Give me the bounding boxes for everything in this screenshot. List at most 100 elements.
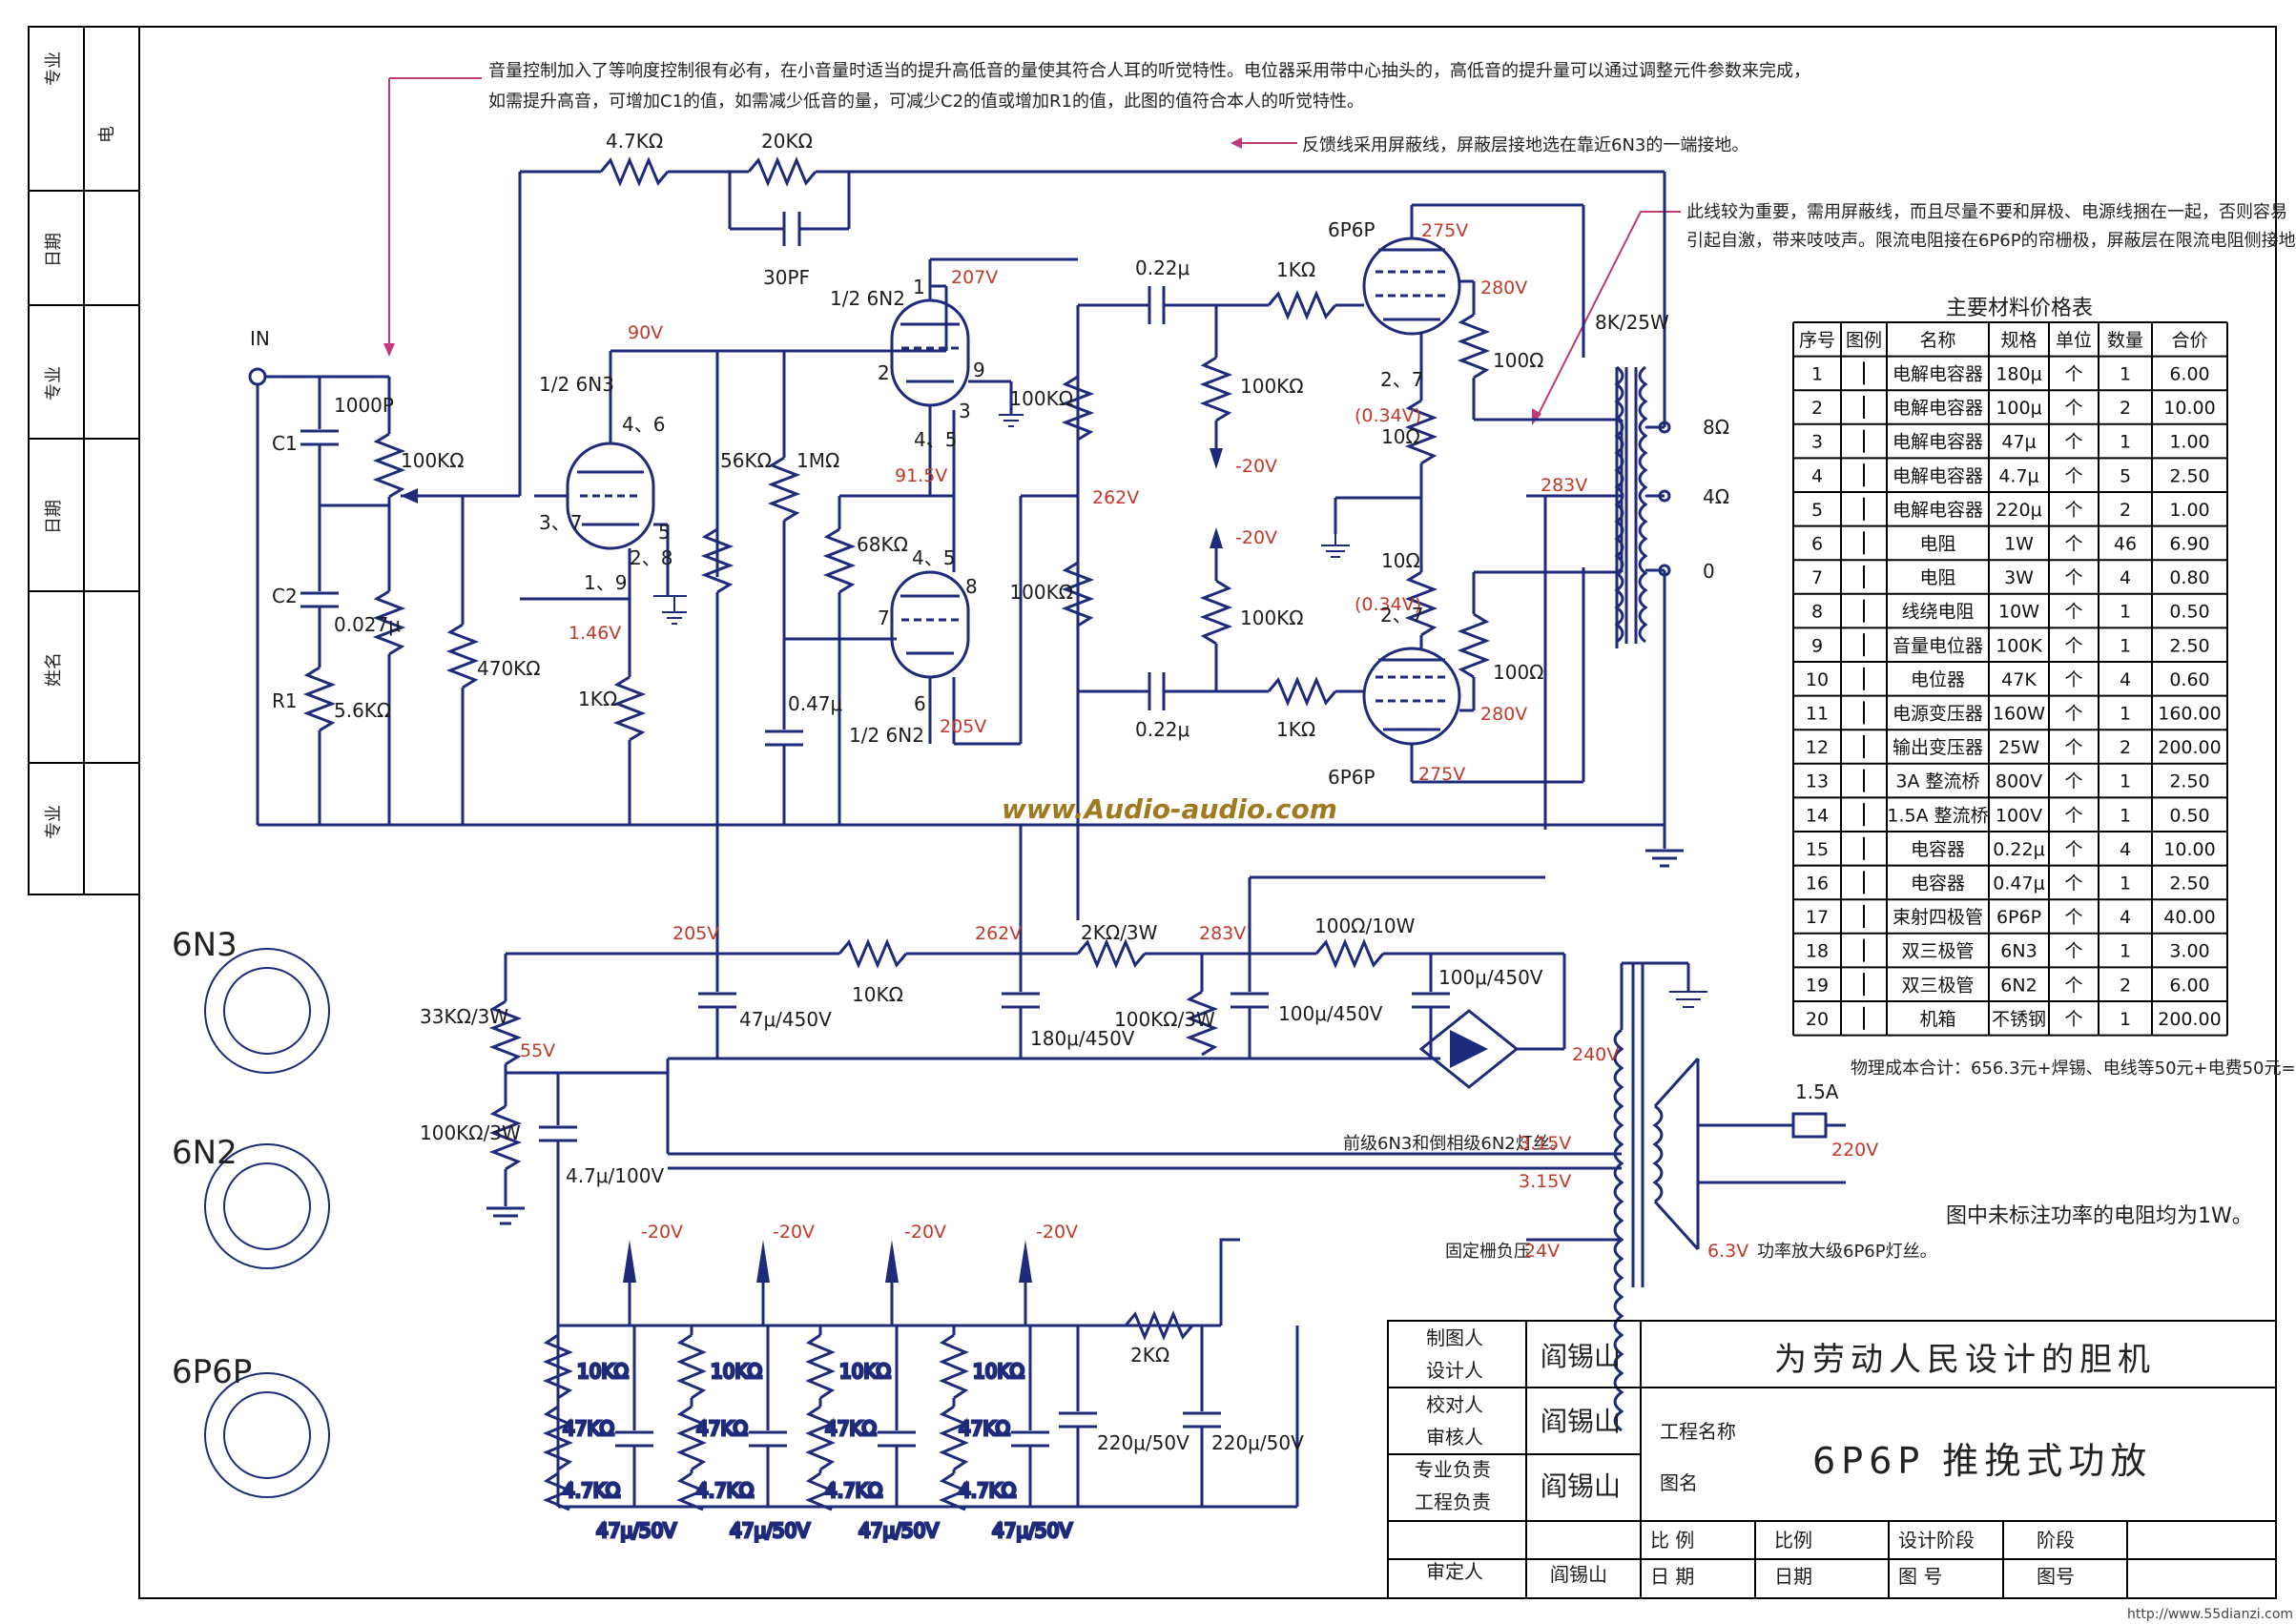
note-feedback: 反馈线采用屏蔽线，屏蔽层接地选在靠近6N3的一端接地。 xyxy=(1302,135,1748,155)
bom-cell: 线绕电阻 xyxy=(1901,602,1974,623)
bom-cell: 47μ xyxy=(2001,432,2036,453)
bom-header-2: 名称 xyxy=(1919,330,1955,351)
bom-cell: 6N3 xyxy=(2000,941,2037,962)
bom-header-6: 合价 xyxy=(2171,330,2207,351)
bom-cell: 个 xyxy=(2064,975,2082,996)
bom-cell: 个 xyxy=(2064,941,2082,962)
bom-cell: 个 xyxy=(2064,839,2082,860)
side-strip xyxy=(28,26,140,895)
bom-cell: 1 xyxy=(2120,602,2131,623)
label-047: 0.47μ xyxy=(788,692,843,715)
bom-cell: 个 xyxy=(2064,432,2082,453)
label-bias-47u: 47μ/50V xyxy=(596,1519,676,1542)
pin-45-upper: 4、5 xyxy=(914,428,957,451)
bom-cell: 4 xyxy=(2120,567,2131,588)
label-1k-cathode: 1KΩ xyxy=(578,688,617,710)
label-c100-a: 100μ/450V xyxy=(1278,1002,1383,1025)
bom-cell: 2 xyxy=(2120,737,2131,758)
bom-cell: 电容器 xyxy=(1911,874,1965,894)
label-fixed-bias: 固定栅负压 xyxy=(1445,1242,1531,1262)
label-bias-47k: 47KΩ xyxy=(696,1417,748,1440)
driver-outputs xyxy=(1061,286,1364,710)
tb-reviewer: 审核人 xyxy=(1426,1426,1483,1449)
power-transformer xyxy=(1526,961,1846,1432)
bom-cell: 2.50 xyxy=(2169,635,2209,656)
bom-cell: 1W xyxy=(2004,534,2034,555)
label-8ohm: 8Ω xyxy=(1703,416,1729,439)
bom-cell: 束射四极管 xyxy=(1893,907,1983,928)
bom-cell: 2 xyxy=(2120,975,2131,996)
bom-cell: 电容器 xyxy=(1911,839,1965,860)
label-6n3-pin46: 4、6 xyxy=(622,413,665,436)
label-base-6n2: 6N2 xyxy=(172,1134,238,1172)
note-volume-2: 如需提升高音，可增加C1的值，如需减少低音的量，可减少C2的值或增加R1的值，此… xyxy=(488,92,1364,112)
tb-name-2: 阎锡山 xyxy=(1541,1406,1621,1437)
bom-cell: 个 xyxy=(2064,907,2082,928)
bias-resistor-10k xyxy=(543,1333,573,1400)
label-base-6p6p: 6P6P xyxy=(172,1353,252,1391)
label-c100-b: 100μ/450V xyxy=(1438,966,1543,989)
bom-cell: 20 xyxy=(1806,1009,1829,1030)
tb-drawn: 制图人 xyxy=(1426,1326,1483,1349)
label-262v: 262V xyxy=(1092,487,1139,508)
bom-cell: 电阻 xyxy=(1919,567,1955,588)
bom-cell: 电解电容器 xyxy=(1893,500,1983,521)
label-bias-10k: 10KΩ xyxy=(973,1360,1024,1383)
label-100k-d: 100KΩ xyxy=(1240,606,1304,629)
label-bias-m20-d: -20V xyxy=(1036,1222,1078,1243)
bom-cell: 6.90 xyxy=(2169,534,2209,555)
arrow-up-icon xyxy=(756,1240,770,1283)
label-146v: 1.46V xyxy=(569,623,621,644)
label-220v: 220V xyxy=(1831,1140,1878,1161)
bom-cell: 10W xyxy=(1998,602,2039,623)
bom-cell: 0.60 xyxy=(2169,669,2209,690)
tb-eng: 工程负责 xyxy=(1415,1490,1491,1513)
bom-cell: 1 xyxy=(2120,1009,2131,1030)
label-bias-47k: 47KΩ xyxy=(825,1417,877,1440)
label-filament-front: 前级6N3和倒相级6N2灯丝。 xyxy=(1343,1134,1567,1154)
label-bias-47u: 47μ/50V xyxy=(730,1519,810,1542)
bom-cell: 800V xyxy=(1996,771,2042,792)
bias-resistor-4k7 xyxy=(543,1471,573,1511)
label-100r-a: 100Ω xyxy=(1493,349,1543,372)
label-280v-b: 280V xyxy=(1480,704,1527,725)
label-4ohm: 4Ω xyxy=(1703,485,1729,508)
tb-num: 图 号 xyxy=(1898,1565,1942,1588)
bom-cell: 13 xyxy=(1806,771,1829,792)
label-bias-10k: 10KΩ xyxy=(577,1360,629,1383)
note-volume-1: 音量控制加入了等响度控制很有必有，在小音量时适当的提升高低音的量使其符合人耳的听… xyxy=(488,61,1810,81)
bom-cell: 100μ xyxy=(1996,398,2041,419)
input-section xyxy=(248,156,1665,825)
label-bias-m20-a: -20V xyxy=(641,1222,683,1243)
bom-cell: 100K xyxy=(1996,635,2042,656)
side-text-2: 电 xyxy=(97,126,117,143)
tb-scale: 比 例 xyxy=(1650,1529,1694,1552)
pin-9: 9 xyxy=(973,359,985,381)
label-20k: 20KΩ xyxy=(761,130,813,153)
label-6n3-pin37: 3、7 xyxy=(539,511,582,534)
bom-cell: 1 xyxy=(2120,432,2131,453)
label-100k3w-b: 100KΩ/3W xyxy=(420,1121,521,1144)
label-470k: 470KΩ xyxy=(477,657,541,680)
label-bias-220-a: 220μ/50V xyxy=(1097,1431,1189,1454)
bom-cell: 6N2 xyxy=(2000,975,2037,996)
bom-cell: 1.5A 整流桥 xyxy=(1887,805,1988,826)
bom-cell: 电阻 xyxy=(1919,534,1955,555)
bom-cell: 6.00 xyxy=(2169,364,2209,385)
label-100r10w: 100Ω/10W xyxy=(1314,915,1416,937)
label-bias-47k: 47KΩ xyxy=(563,1417,614,1440)
label-6p6p-lower: 6P6P xyxy=(1328,766,1376,789)
label-100k3w: 100KΩ/3W xyxy=(1114,1008,1215,1031)
bom-cell: 10.00 xyxy=(2163,398,2215,419)
label-100k-pot: 100KΩ xyxy=(401,449,465,472)
tube-base-6n2 xyxy=(204,1143,330,1269)
bom-cell: 1.00 xyxy=(2169,500,2209,521)
label-10r-a: 10Ω xyxy=(1381,425,1420,448)
tb-name-1: 阎锡山 xyxy=(1541,1341,1621,1372)
label-1k-a: 1KΩ xyxy=(1276,258,1315,281)
label-bias-47k: 47KΩ xyxy=(959,1417,1010,1440)
bias-resistor-4k7 xyxy=(676,1471,707,1511)
label-0: 0 xyxy=(1703,560,1715,583)
label-bias-47u: 47μ/50V xyxy=(858,1519,939,1542)
pin-45-lower: 4、5 xyxy=(912,546,955,569)
